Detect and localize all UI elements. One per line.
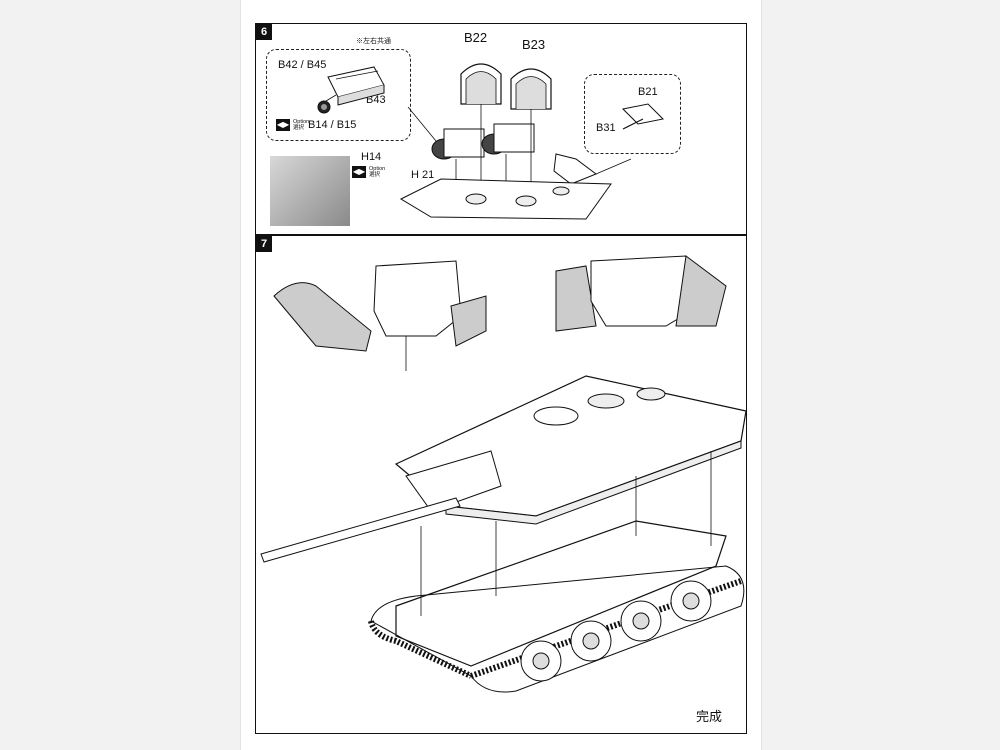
exhaust-assembly-drawing [407, 63, 632, 214]
option-icon: ◀▶ [352, 166, 366, 178]
option-callout-left [266, 49, 411, 141]
step-7-number: 7 [256, 236, 272, 252]
tank-assembly-drawing [260, 255, 747, 693]
label-b23: B23 [522, 37, 546, 52]
label-h14: H14 [361, 151, 382, 163]
rear-deck-plate [399, 178, 612, 220]
label-b31: B31 [596, 122, 616, 134]
step-6-number: 6 [256, 24, 272, 40]
step-6-panel: 6 ※左右共通 B42 / B45 B43 B14 / B15 ◀▶ Optio… [255, 23, 747, 235]
label-h21: H 21 [411, 169, 435, 181]
common-note: ※左右共通 [356, 38, 391, 45]
step-7-panel: 7 [255, 235, 747, 734]
option-icon: ◀▶ [276, 119, 290, 131]
label-b22: B22 [464, 30, 488, 45]
jack-bracket-drawing [621, 103, 665, 130]
option-callout-right [584, 74, 681, 154]
inset-photo [270, 156, 350, 226]
label-b42-b45: B42 / B45 [278, 59, 327, 71]
label-b43: B43 [366, 94, 386, 106]
complete-label: 完成 [696, 709, 723, 724]
exhaust-guard-drawing [317, 66, 385, 114]
rear-detail-right [555, 255, 727, 332]
rear-detail-left [273, 260, 487, 371]
label-b14-b15: B14 / B15 [308, 119, 357, 131]
label-b21: B21 [638, 86, 658, 98]
